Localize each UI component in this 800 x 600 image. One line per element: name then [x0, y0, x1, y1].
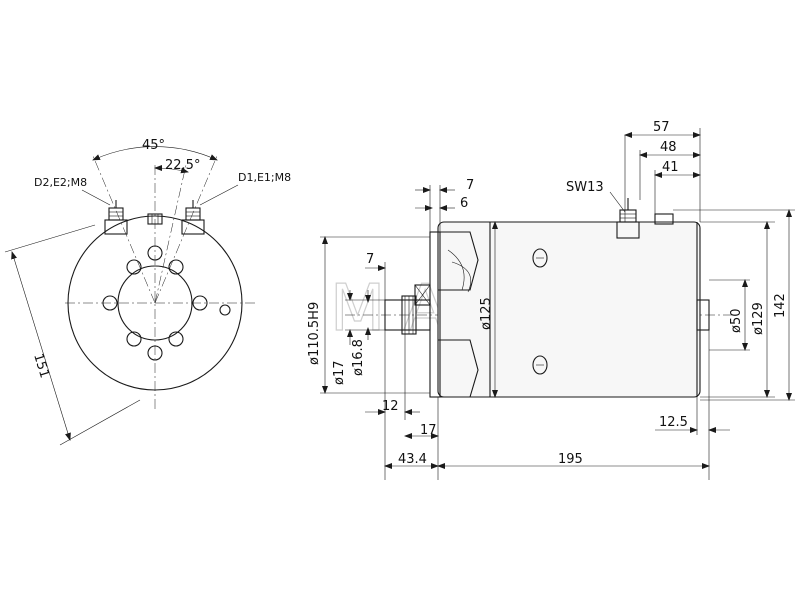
dim-195-label: 195 [558, 452, 583, 467]
center-line-45-left [92, 155, 156, 304]
ground-stud [147, 213, 163, 225]
angle-22-5-label: 22.5° [165, 158, 200, 173]
dia-125-label: ø125 [479, 297, 494, 330]
dim-151-label: 151 [30, 352, 52, 380]
dim-142-label: 142 [773, 293, 788, 318]
dim-6-label: 6 [460, 196, 468, 211]
dia-129-label: ø129 [751, 302, 766, 335]
shaft [384, 299, 431, 331]
shaft-bore [117, 265, 193, 341]
terminal-left-leader [81, 189, 111, 206]
nameplate-tab [654, 213, 674, 225]
body-screw-bottom [532, 355, 548, 375]
side-view: 57 48 41 SW13 7 6 7 ø110.5H9 ø17 ø16.8 [307, 120, 795, 480]
angle-arc-22-5 [154, 165, 189, 174]
dim-17-bottom-label: 17 [420, 423, 437, 438]
dia-50-label: ø50 [729, 309, 744, 334]
dim-7-mid-label: 7 [366, 252, 374, 267]
dim-48-label: 48 [660, 140, 677, 155]
dia-110-label: ø110.5H9 [307, 302, 322, 365]
dim-57-label: 57 [653, 120, 670, 135]
body-screw-top [532, 248, 548, 268]
dim-43-4-label: 43.4 [398, 452, 427, 467]
bearing-box [414, 284, 431, 306]
dia-16-8-label: ø16.8 [351, 339, 366, 376]
terminal-stud [616, 198, 640, 239]
motor-body [437, 221, 701, 398]
dim-41-label: 41 [662, 160, 679, 175]
flange-web-bottom [438, 339, 479, 398]
dim-12-5-label: 12.5 [659, 415, 688, 430]
terminal-right-label: D1,E1;M8 [238, 171, 291, 184]
center-line-45-right [154, 155, 218, 304]
dim-12-label: 12 [382, 399, 399, 414]
dim-151-line [11, 251, 71, 441]
terminal-left [104, 200, 128, 235]
flange-web-top [438, 231, 479, 291]
angle-45-label: 45° [142, 138, 165, 153]
dim-151-ext-bottom [59, 399, 141, 446]
terminal-right-leader [199, 184, 239, 206]
brush-spring-2 [451, 261, 472, 293]
rear-bearing-cap [696, 299, 710, 331]
terminal-right [181, 200, 205, 235]
dim-151-ext-top [4, 224, 96, 253]
wrench-size-label: SW13 [566, 180, 604, 195]
dim-7-top-label: 7 [466, 178, 474, 193]
angle-arc-45 [92, 146, 218, 161]
front-view: 45° 22.5° D2,E2;M8 D1,E1;M8 151 [4, 138, 291, 446]
terminal-left-label: D2,E2;M8 [34, 176, 87, 189]
center-line-22-5 [154, 164, 187, 304]
bolt-holes [102, 245, 231, 361]
dia-17-label: ø17 [332, 361, 347, 386]
brush-spring-1 [447, 249, 465, 291]
wrench-leader [609, 191, 626, 213]
